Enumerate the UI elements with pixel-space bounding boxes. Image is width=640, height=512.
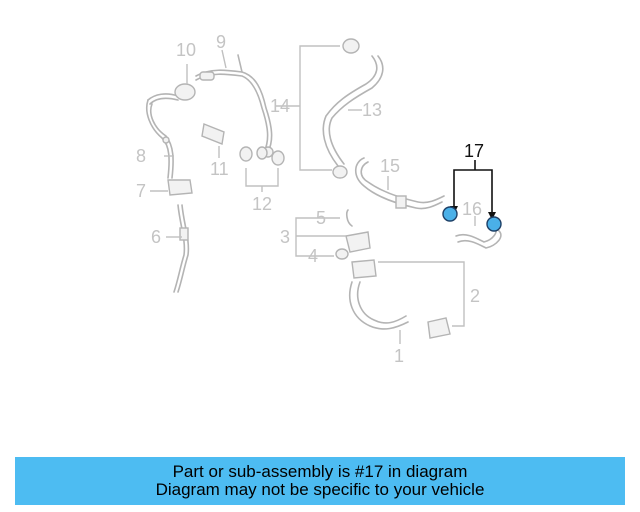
callout-2: 2 [470, 286, 480, 306]
callout-5: 5 [316, 208, 326, 228]
callout-13: 13 [362, 100, 382, 120]
callout-11: 11 [210, 159, 229, 179]
callout-1: 1 [394, 346, 404, 366]
callout-6: 6 [151, 227, 161, 247]
callout-16: 16 [462, 199, 482, 219]
callout-9: 9 [216, 32, 226, 52]
callout-3: 3 [280, 227, 290, 247]
callout-12: 12 [252, 194, 272, 214]
banner-line-2: Diagram may not be specific to your vehi… [155, 480, 485, 499]
info-banner: Part or sub-assembly is #17 in diagram D… [15, 457, 625, 505]
clamp-17-left [442, 206, 458, 222]
hose-assembly-left [146, 83, 196, 293]
callout-15: 15 [380, 156, 400, 176]
hoses-1-5 [335, 209, 451, 339]
banner-line-1: Part or sub-assembly is #17 in diagram [172, 462, 468, 481]
callout-labels: 1 2 3 4 5 6 7 8 9 10 11 12 13 14 15 16 [136, 32, 482, 366]
hose-13 [322, 38, 384, 179]
callout-14: 14 [270, 96, 290, 116]
callout-17: 17 [464, 141, 484, 161]
highlighted-part-17: 17 [442, 141, 502, 232]
clamp-17-right [486, 216, 502, 232]
hose-9 [195, 54, 274, 158]
callout-8: 8 [136, 146, 146, 166]
hose-16 [455, 225, 502, 249]
parts-diagram: 1 2 3 4 5 6 7 8 9 10 11 12 13 14 15 16 1… [136, 32, 502, 366]
pipe-15 [354, 157, 445, 210]
callout-10: 10 [176, 40, 196, 60]
callout-4: 4 [308, 246, 318, 266]
parts-11-12 [201, 123, 285, 166]
callout-7: 7 [136, 181, 146, 201]
leader-lines [150, 45, 476, 344]
